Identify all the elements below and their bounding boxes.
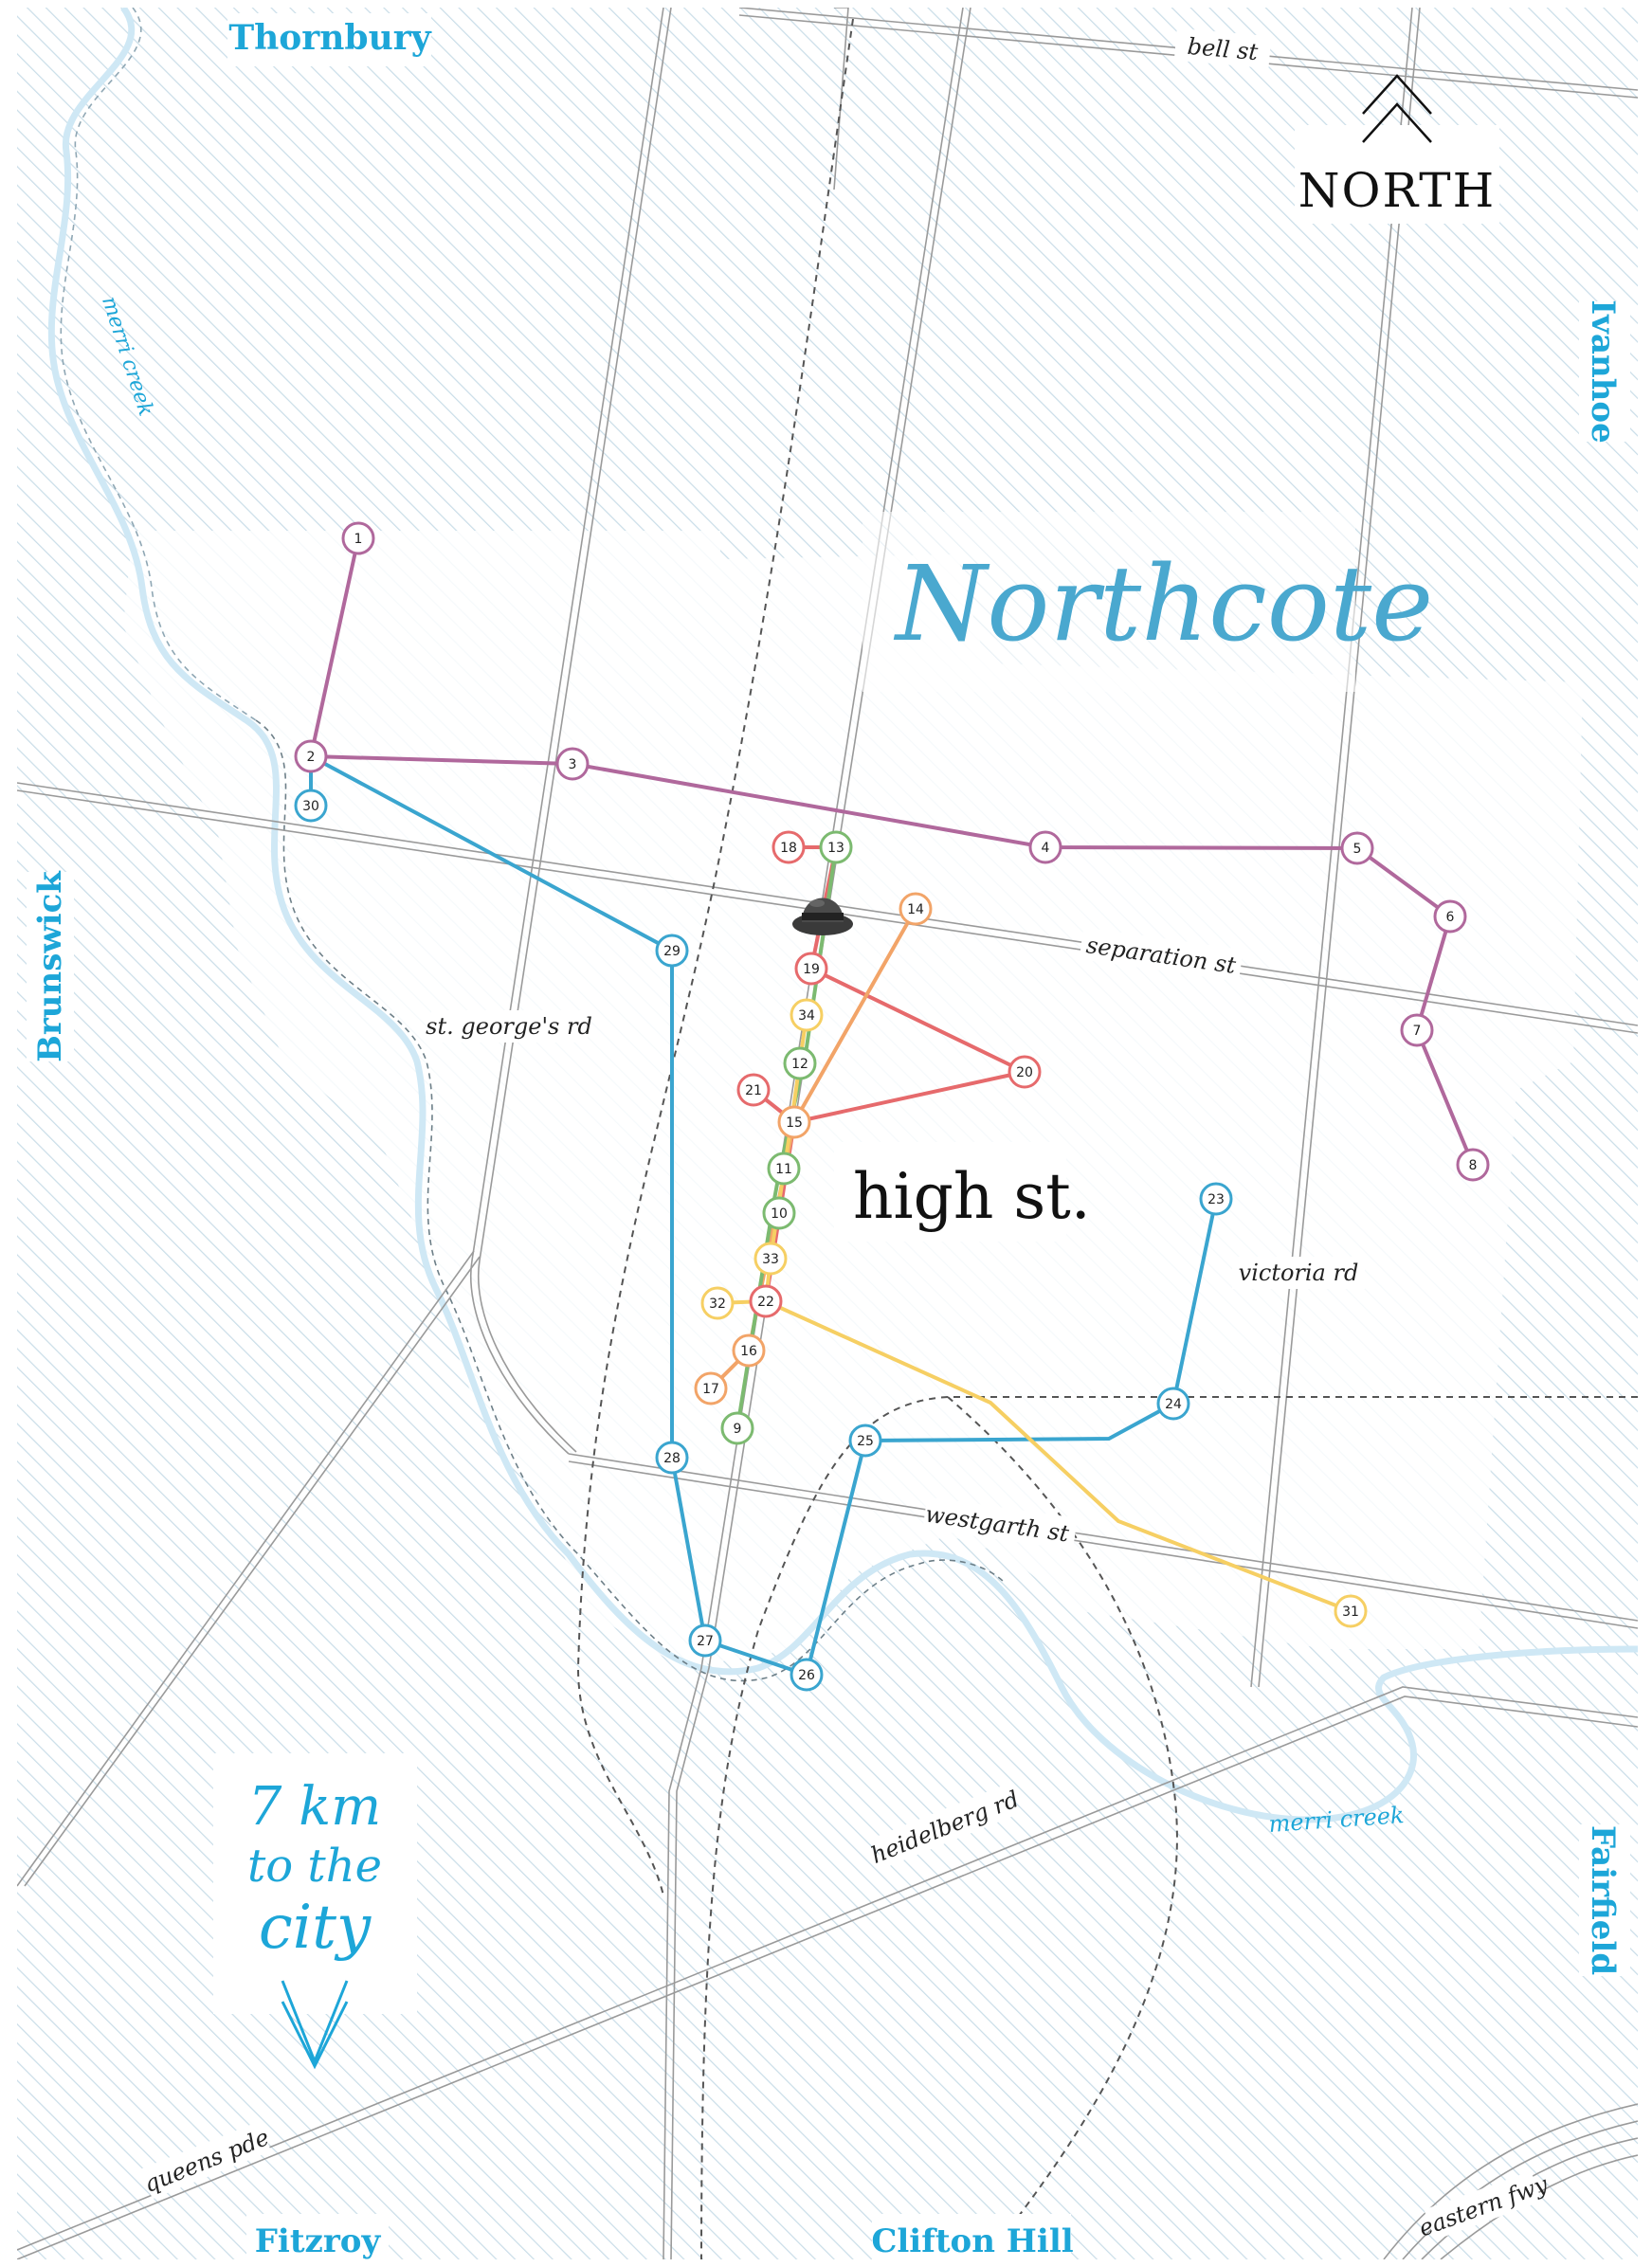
route-node-13[interactable]: 13 <box>819 830 853 864</box>
route-node-label: 21 <box>745 1083 762 1098</box>
route-node-label: 8 <box>1469 1158 1478 1173</box>
svg-text:NORTH: NORTH <box>1298 163 1496 218</box>
route-node-2[interactable]: 2 <box>294 739 328 773</box>
northcote-area <box>123 531 1583 1668</box>
municipal-boundary-south <box>255 719 1006 1682</box>
route-node-17[interactable]: 17 <box>694 1371 728 1406</box>
route-node-label: 31 <box>1342 1605 1359 1620</box>
route-node-18[interactable]: 18 <box>772 830 806 864</box>
suburb-ivanhoe: Ivanhoe <box>1584 299 1622 443</box>
route-node-15[interactable]: 15 <box>777 1105 811 1139</box>
hat-icon[interactable] <box>792 898 853 936</box>
route-node-label: 18 <box>780 841 797 856</box>
route-node-label: 6 <box>1446 910 1455 925</box>
down-arrow-icon <box>281 1980 349 2066</box>
route-node-label: 30 <box>302 799 319 814</box>
route-node-27[interactable]: 27 <box>688 1623 722 1658</box>
svg-text:Northcote: Northcote <box>893 543 1433 664</box>
route-node-label: 2 <box>307 750 316 765</box>
route-node-33[interactable]: 33 <box>753 1242 788 1276</box>
route-node-label: 25 <box>857 1434 874 1449</box>
route-node-30[interactable]: 30 <box>294 789 328 823</box>
route-node-label: 15 <box>786 1115 803 1131</box>
street-bell: bell st <box>1187 33 1260 65</box>
route-node-label: 1 <box>354 532 363 547</box>
route-node-label: 14 <box>907 902 924 917</box>
route-node-14[interactable]: 14 <box>899 892 933 926</box>
route-node-label: 33 <box>762 1252 779 1267</box>
route-node-label: 28 <box>663 1451 681 1466</box>
route-node-label: 29 <box>663 944 681 959</box>
route-node-7[interactable]: 7 <box>1400 1013 1434 1047</box>
route-node-label: 32 <box>709 1297 726 1312</box>
route-node-label: 4 <box>1042 841 1050 856</box>
suburb-labels: Thornbury Brunswick Ivanhoe Fairfield Fi… <box>27 13 1630 2261</box>
route-node-9[interactable]: 9 <box>720 1411 754 1445</box>
north-sign: NORTH <box>1295 74 1499 224</box>
merri-creek <box>47 8 1638 1823</box>
north-arrow-icon <box>1362 74 1432 115</box>
route-node-22[interactable]: 22 <box>749 1284 783 1318</box>
suburb-brunswick: Brunswick <box>31 870 69 1062</box>
route-node-label: 10 <box>771 1206 788 1222</box>
svg-text:7 km: 7 km <box>248 1776 381 1838</box>
suburb-clifton-hill: Clifton Hill <box>871 2222 1073 2260</box>
route-node-19[interactable]: 19 <box>794 952 828 986</box>
route-node-label: 12 <box>791 1057 808 1072</box>
route-node-label: 23 <box>1207 1192 1225 1207</box>
route-node-34[interactable]: 34 <box>790 998 824 1032</box>
route-node-12[interactable]: 12 <box>783 1046 817 1080</box>
route-node-29[interactable]: 29 <box>655 934 689 968</box>
city-sign: 7 km to the city <box>213 1753 417 2070</box>
route-node-label: 24 <box>1165 1397 1182 1412</box>
route-node-4[interactable]: 4 <box>1028 830 1062 864</box>
route-node-label: 9 <box>734 1422 742 1437</box>
route-node-label: 27 <box>697 1634 714 1649</box>
suburb-fairfield: Fairfield <box>1584 1825 1622 1975</box>
route-node-24[interactable]: 24 <box>1156 1387 1190 1421</box>
route-node-28[interactable]: 28 <box>655 1441 689 1475</box>
route-node-5[interactable]: 5 <box>1340 831 1374 865</box>
route-node-10[interactable]: 10 <box>762 1196 796 1230</box>
street-st-georges: st. george's rd <box>426 1013 592 1040</box>
svg-text:to the: to the <box>247 1840 382 1893</box>
route-node-label: 34 <box>798 1008 815 1024</box>
route-node-label: 19 <box>803 962 820 977</box>
route-node-3[interactable]: 3 <box>555 747 590 781</box>
route-node-11[interactable]: 11 <box>767 1152 801 1186</box>
svg-text:city: city <box>259 1893 372 1963</box>
route-node-label: 16 <box>740 1344 757 1359</box>
route-node-label: 20 <box>1016 1065 1033 1080</box>
route-node-label: 7 <box>1413 1024 1422 1039</box>
northcote-label: Northcote <box>862 512 1433 692</box>
route-node-20[interactable]: 20 <box>1008 1055 1042 1089</box>
route-node-label: 11 <box>775 1162 792 1177</box>
route-node-1[interactable]: 1 <box>341 521 375 555</box>
route-node-21[interactable]: 21 <box>736 1073 771 1107</box>
route-node-25[interactable]: 25 <box>848 1424 882 1458</box>
route-node-26[interactable]: 26 <box>790 1658 824 1692</box>
suburb-fitzroy: Fitzroy <box>255 2222 382 2260</box>
svg-text:high st.: high st. <box>853 1160 1091 1233</box>
route-node-label: 22 <box>757 1295 774 1310</box>
route-node-label: 26 <box>798 1668 815 1683</box>
route-node-label: 17 <box>702 1382 719 1397</box>
route-node-23[interactable]: 23 <box>1199 1182 1233 1216</box>
suburb-thornbury: Thornbury <box>228 18 431 58</box>
route-node-31[interactable]: 31 <box>1334 1594 1368 1628</box>
route-node-32[interactable]: 32 <box>700 1286 735 1320</box>
route-node-label: 5 <box>1353 842 1362 857</box>
high-street-label: high st. <box>834 1142 1091 1242</box>
railways <box>576 18 1638 2259</box>
route-node-6[interactable]: 6 <box>1433 899 1467 934</box>
route-node-label: 3 <box>569 757 577 772</box>
route-node-16[interactable]: 16 <box>732 1333 766 1368</box>
route-node-8[interactable]: 8 <box>1456 1148 1490 1182</box>
route-node-label: 13 <box>827 841 844 856</box>
street-victoria: victoria rd <box>1239 1260 1359 1286</box>
